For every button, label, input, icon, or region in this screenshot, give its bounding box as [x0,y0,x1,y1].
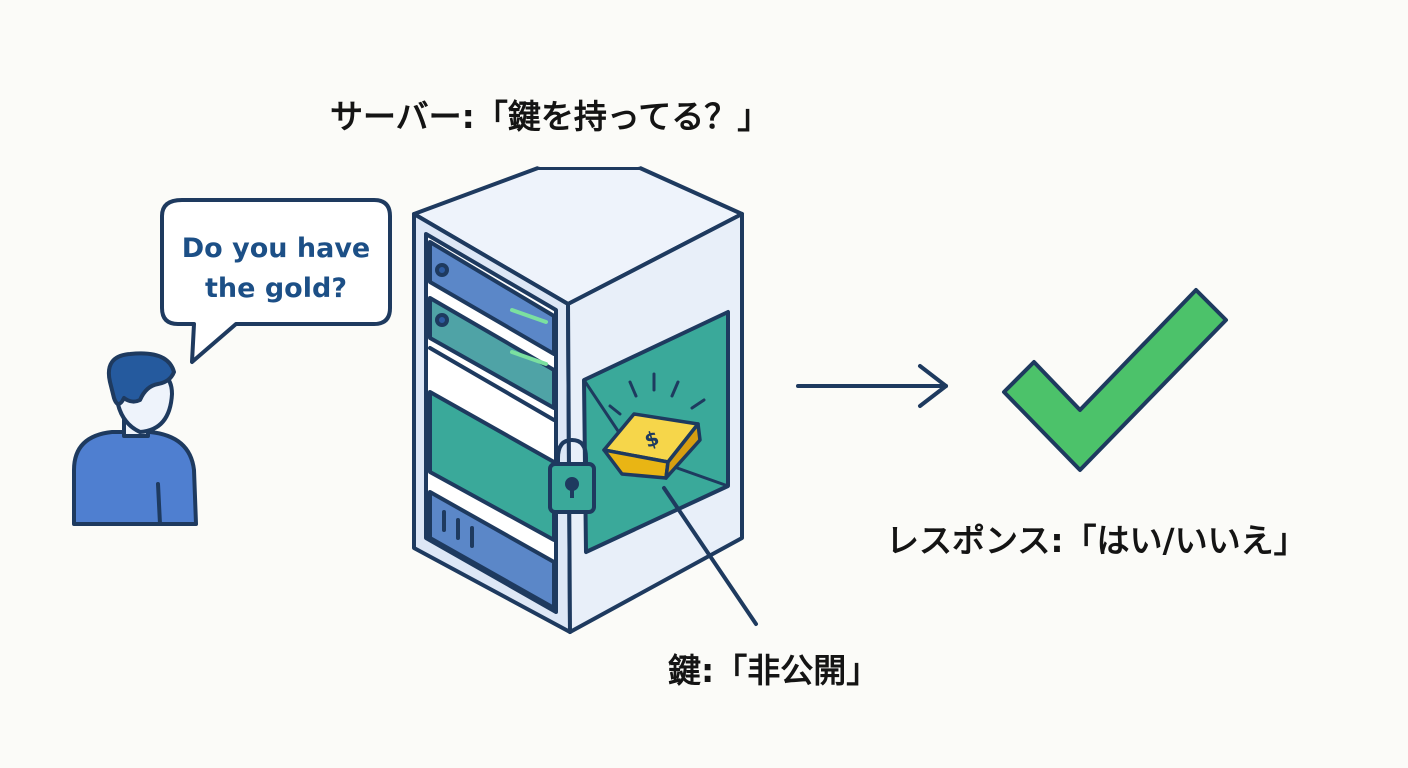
server-bay-vent [428,490,556,610]
response-label: レスポンス:「はい/いいえ」 [886,521,1307,560]
speech-bubble-line-1: Do you have [181,233,371,264]
speech-bubble-text: Do you have the gold? [168,229,384,309]
checkmark-icon [1002,288,1228,472]
person-icon [72,351,198,526]
server-icon [412,157,744,634]
server-bay-teal [428,390,556,542]
server-bay-2 [428,296,556,410]
server-bay-3 [428,346,556,422]
server-question-label: サーバー:「鍵を持ってる？」 [330,97,771,136]
gold-bar-icon: $ [602,372,706,480]
speech-bubble-line-2: the gold? [205,273,347,304]
server-bay-1 [428,240,556,356]
speech-bubble-icon [160,198,392,364]
key-private-label: 鍵:「非公開」 [668,651,880,690]
arrow-right-icon [796,364,948,408]
padlock-icon [548,438,596,514]
key-callout-line [662,486,758,626]
